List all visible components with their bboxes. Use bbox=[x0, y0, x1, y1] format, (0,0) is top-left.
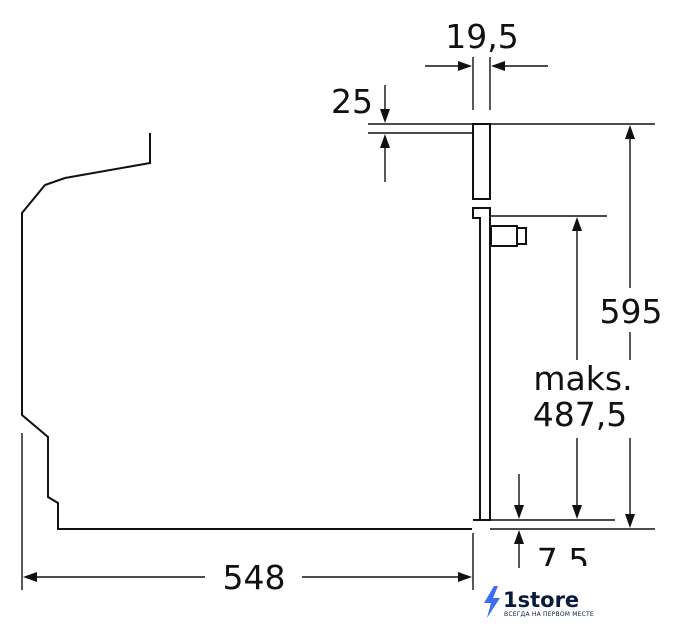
dim-487-5-arrow-top bbox=[572, 217, 582, 231]
dim-7-5-label: 7,5 bbox=[537, 541, 589, 580]
oven-knob bbox=[490, 225, 518, 247]
dim-25-label: 25 bbox=[331, 82, 373, 121]
dim-25-arrow-up-head bbox=[380, 134, 390, 148]
dim-595-arrow-top bbox=[625, 125, 635, 139]
dim-25-arrow-down-head bbox=[380, 109, 390, 123]
dim-487-5-label-bg bbox=[528, 360, 634, 438]
oven-knob-cap bbox=[516, 227, 527, 245]
dim-7-5-arrow-down-head bbox=[514, 505, 524, 519]
dim-595-label-bg bbox=[600, 288, 662, 332]
dim-487-5-arrow-bottom bbox=[572, 505, 582, 519]
oven-body-outline bbox=[21, 133, 472, 530]
dim-595-arrow-bottom bbox=[625, 514, 635, 528]
dim-19-5-label: 19,5 bbox=[445, 17, 518, 56]
logo-name: 1store bbox=[503, 588, 579, 612]
dim-487-5-label-prefix: maks. bbox=[533, 359, 632, 398]
dim-548-label: 548 bbox=[223, 558, 286, 597]
oven-door-front bbox=[472, 207, 491, 521]
dim-548-arrow-right bbox=[458, 572, 472, 582]
dim-19-5-arrow-left-head bbox=[458, 61, 472, 71]
dim-595-label: 595 bbox=[600, 292, 663, 331]
dim-19-5-arrow-right-head bbox=[491, 61, 505, 71]
dim-487-5-label-value: 487,5 bbox=[533, 395, 627, 434]
logo-tagline: ВСЕГДА НА ПЕРВОМ МЕСТЕ bbox=[504, 611, 594, 618]
oven-front-upper bbox=[472, 123, 491, 200]
lightning-icon bbox=[484, 586, 500, 618]
dim-7-5-arrow-up-head bbox=[514, 530, 524, 544]
dim-548-arrow-left bbox=[23, 572, 37, 582]
store-logo: 1store ВСЕГДА НА ПЕРВОМ МЕСТЕ bbox=[484, 586, 594, 618]
